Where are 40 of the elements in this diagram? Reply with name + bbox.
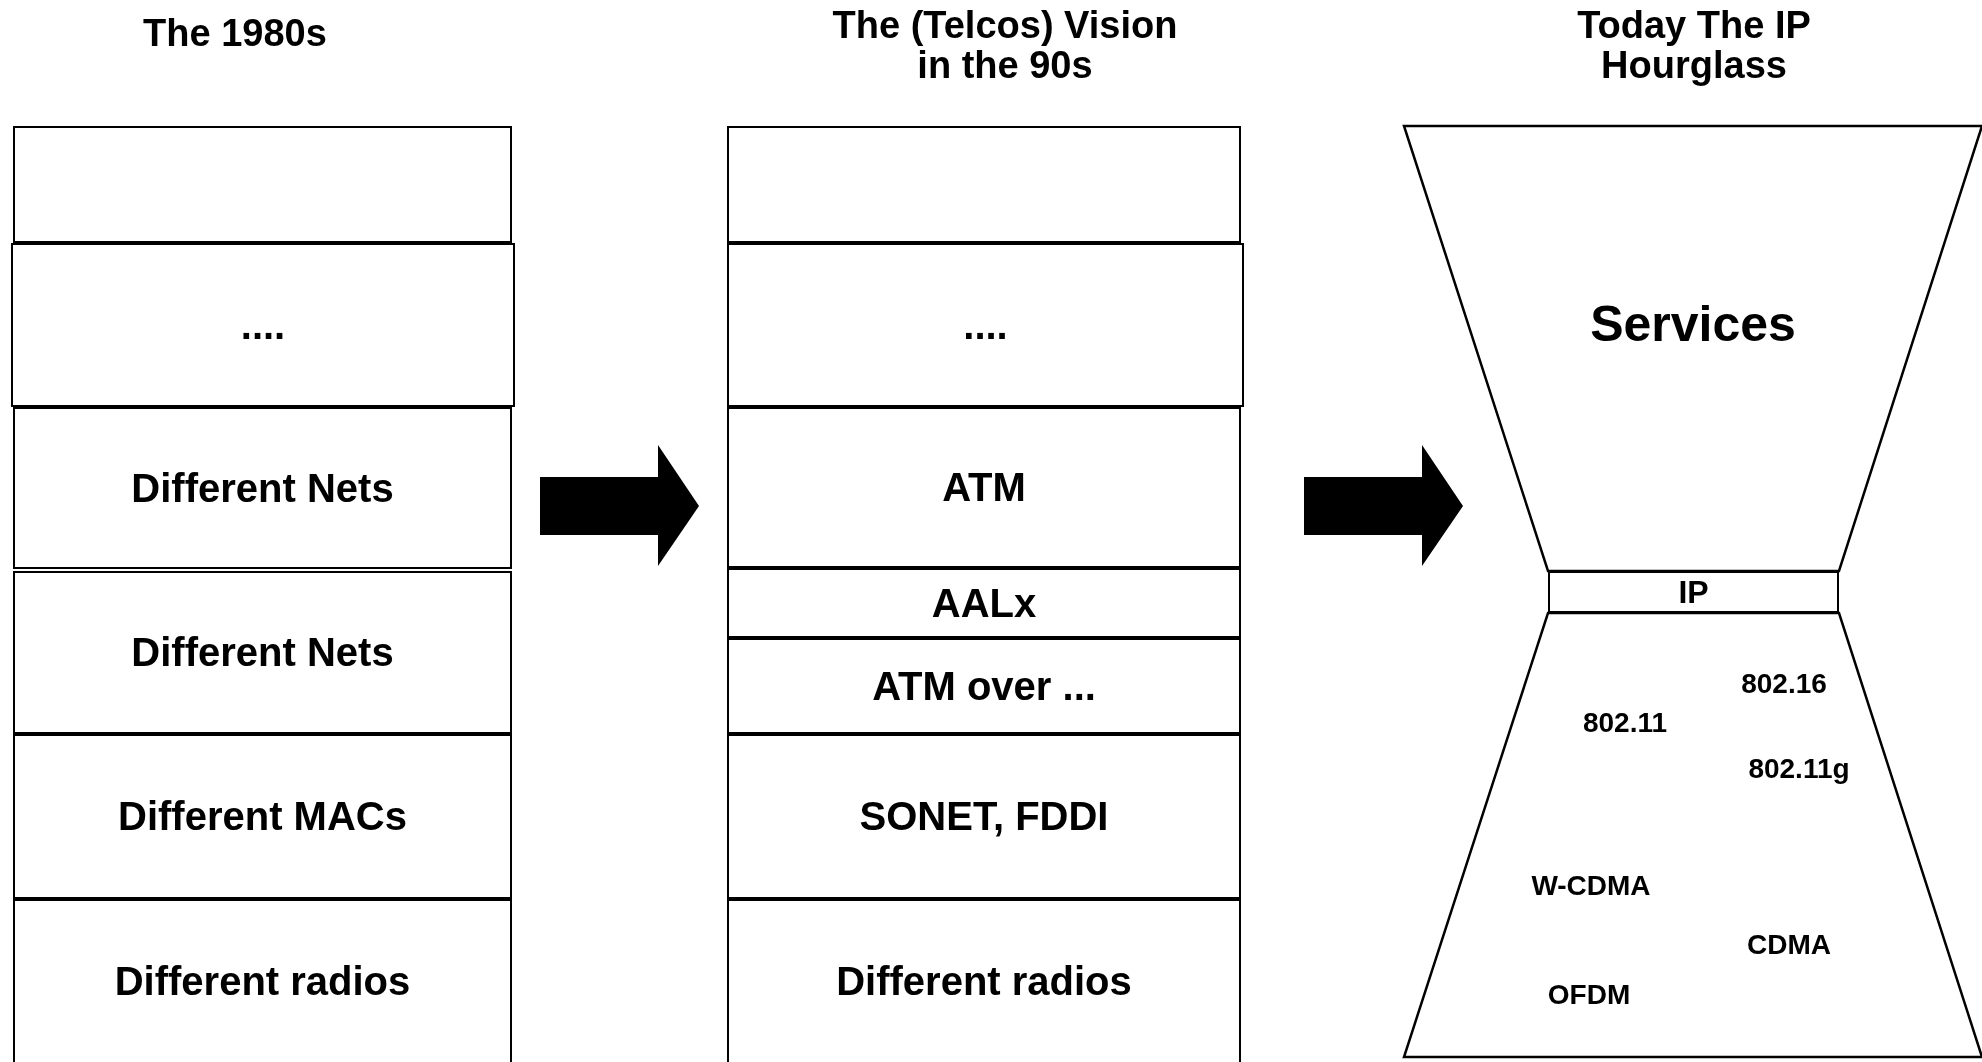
layer-box bbox=[13, 899, 512, 1062]
layer-label: W-CDMA bbox=[1531, 870, 1651, 902]
layer-label: .... bbox=[963, 302, 1008, 348]
layer-box bbox=[727, 407, 1241, 568]
layer-box bbox=[727, 638, 1241, 734]
trapezoid-section bbox=[1404, 613, 1982, 1060]
layer-label: 802.11g bbox=[1748, 753, 1850, 785]
layer-label: AALx bbox=[931, 580, 1037, 626]
layer-label: 802.16 bbox=[1741, 668, 1827, 700]
layer-box bbox=[727, 568, 1241, 638]
column-heading: The (Telcos) Vision in the 90s bbox=[831, 6, 1179, 86]
column-heading: Today The IP Hourglass bbox=[1576, 6, 1812, 86]
layer-box bbox=[13, 734, 512, 899]
layer-box bbox=[13, 571, 512, 734]
layer-box bbox=[727, 899, 1241, 1062]
layer-box bbox=[727, 126, 1241, 243]
column-heading: The 1980s bbox=[142, 14, 328, 54]
layer-label: .... bbox=[240, 302, 286, 348]
layer-label: Different Nets bbox=[131, 465, 394, 511]
layer-box bbox=[13, 126, 512, 243]
layer-box bbox=[11, 243, 515, 407]
layer-box bbox=[1548, 571, 1839, 613]
layer-label: OFDM bbox=[1547, 979, 1631, 1011]
layer-label: Different Nets bbox=[131, 630, 394, 675]
trapezoid-section bbox=[1404, 126, 1982, 571]
layer-box bbox=[727, 243, 1244, 407]
layer-label: SONET, FDDI bbox=[859, 794, 1109, 839]
layer-box bbox=[727, 734, 1241, 899]
layer-label: ATM over ... bbox=[872, 663, 1096, 709]
layer-box bbox=[13, 407, 512, 569]
layer-label: ATM bbox=[942, 465, 1026, 510]
layer-label: CDMA bbox=[1747, 929, 1831, 961]
layer-label: Different MACs bbox=[118, 794, 407, 839]
block-arrow bbox=[539, 445, 699, 566]
layer-label: Services bbox=[1590, 294, 1796, 353]
layer-label: 802.11 bbox=[1582, 707, 1668, 739]
layer-label: Different radios bbox=[836, 959, 1132, 1004]
layer-label: Different radios bbox=[114, 959, 411, 1004]
layer-label: IP bbox=[1678, 573, 1709, 611]
block-arrow bbox=[1303, 444, 1463, 566]
